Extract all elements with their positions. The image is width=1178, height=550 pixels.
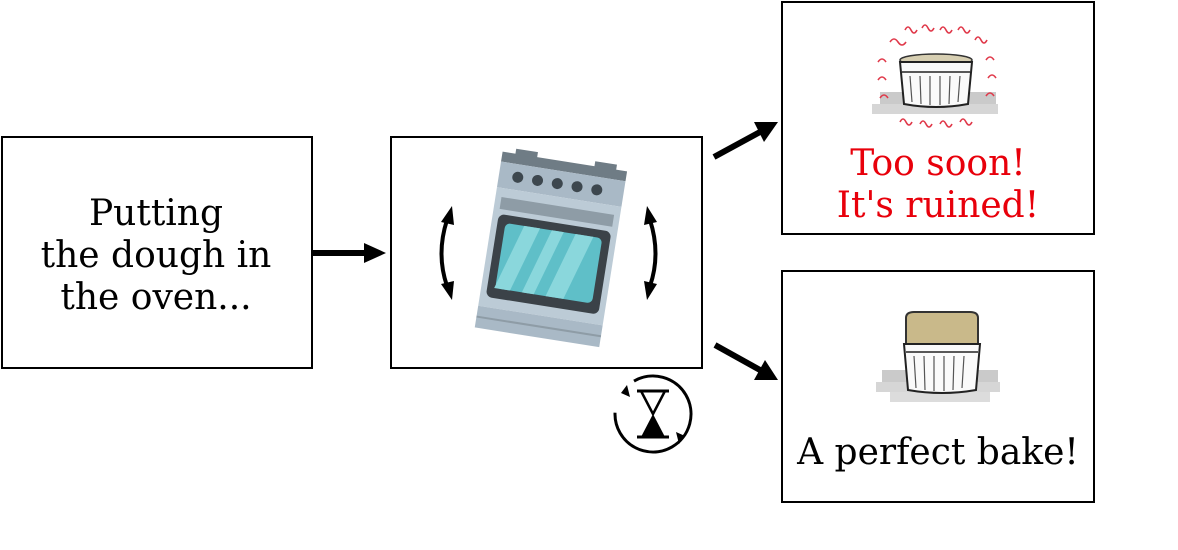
perfect-label: A perfect bake! — [781, 432, 1095, 474]
arrow-oven-to-ruined — [712, 122, 778, 160]
ruined-line-1: Too soon! — [850, 143, 1026, 184]
ruined-outcome-box — [781, 1, 1095, 235]
perfect-line-1: A perfect bake! — [797, 432, 1079, 473]
start-line-3: the oven... — [60, 277, 252, 319]
shake-arrow-left-icon — [439, 206, 454, 300]
hourglass-cycle-icon — [613, 374, 693, 454]
collapsed-souffle-icon — [872, 24, 998, 128]
risen-souffle-icon — [876, 311, 1000, 402]
start-label: Putting the dough in the oven... — [0, 193, 312, 319]
shake-arrow-right-icon — [644, 206, 658, 300]
ruined-line-2: It's ruined! — [836, 185, 1040, 227]
arrow-oven-to-perfect — [713, 342, 778, 380]
start-box — [1, 136, 313, 369]
start-line-1: Putting — [88, 193, 224, 234]
ruined-label: Too soon! It's ruined! — [781, 143, 1095, 227]
oven-icon — [474, 148, 628, 348]
start-line-2: the dough in — [40, 235, 272, 277]
arrow-start-to-oven — [313, 243, 386, 263]
